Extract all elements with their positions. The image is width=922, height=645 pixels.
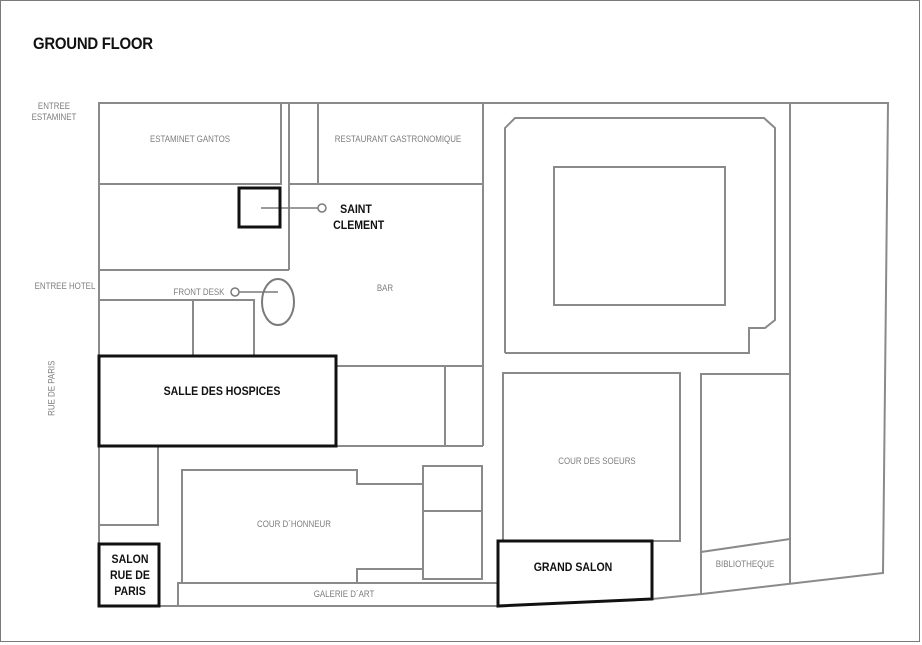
room-bibliotheque: [700, 373, 790, 594]
room-estaminet-gantos: [98, 102, 282, 185]
salon-rue-de-paris-line1: SALON: [111, 552, 149, 566]
entrance-estaminet-line2: ESTAMINET: [31, 112, 77, 122]
room-salon-rue-de-paris-outline: [97, 542, 161, 608]
room-saint-clement-outline: [237, 186, 282, 229]
entrance-hotel-label: ENTREE HOTEL: [34, 281, 96, 291]
saint-clement-line1: SAINT: [340, 202, 372, 216]
room-cour-d-honneur: [181, 469, 424, 583]
entrance-estaminet-label: ENTREE ESTAMINET: [31, 101, 77, 123]
salon-rue-de-paris-line2: RUE DE: [110, 568, 150, 582]
room-cour-d-honneur-label[interactable]: COUR D´HONNEUR: [257, 519, 331, 529]
room-saint-clement-label[interactable]: SAINT CLEMENT: [333, 201, 385, 233]
room-salon-rue-de-paris-label[interactable]: SALON RUE DE PARIS: [104, 551, 155, 599]
page-title: GROUND FLOOR: [33, 34, 153, 53]
room-bar-label[interactable]: BAR: [376, 283, 394, 293]
front-desk-counter: [261, 278, 295, 326]
front-desk-label[interactable]: FRONT DESK: [173, 287, 225, 297]
room-bibliotheque-label[interactable]: BIBLIOTHEQUE: [715, 559, 775, 569]
room-salle-des-hospices-outline: [97, 354, 338, 448]
room-salle-des-hospices-label[interactable]: SALLE DES HOSPICES: [163, 384, 281, 398]
room-cour-des-soeurs-label[interactable]: COUR DES SOEURS: [558, 456, 636, 466]
room-galerie-d-art-label[interactable]: GALERIE D´ART: [313, 589, 375, 599]
room-galerie-d-art: [177, 582, 498, 606]
entrance-estaminet-line1: ENTREE: [37, 101, 71, 111]
street-rue-de-paris-label: RUE DE PARIS: [46, 360, 57, 416]
room-restaurant-gastronomique-label[interactable]: RESTAURANT GASTRONOMIQUE: [334, 134, 462, 144]
salon-rue-de-paris-line3: PARIS: [114, 584, 146, 598]
room-estaminet-gantos-label[interactable]: ESTAMINET GANTOS: [149, 134, 231, 144]
room-grand-salon-label[interactable]: GRAND SALON: [533, 560, 613, 574]
saint-clement-line2: CLEMENT: [333, 218, 385, 232]
room-grand-salon-outline: [496, 539, 654, 608]
courtyard-inner: [553, 166, 726, 306]
courtyard-outer: [504, 117, 776, 354]
